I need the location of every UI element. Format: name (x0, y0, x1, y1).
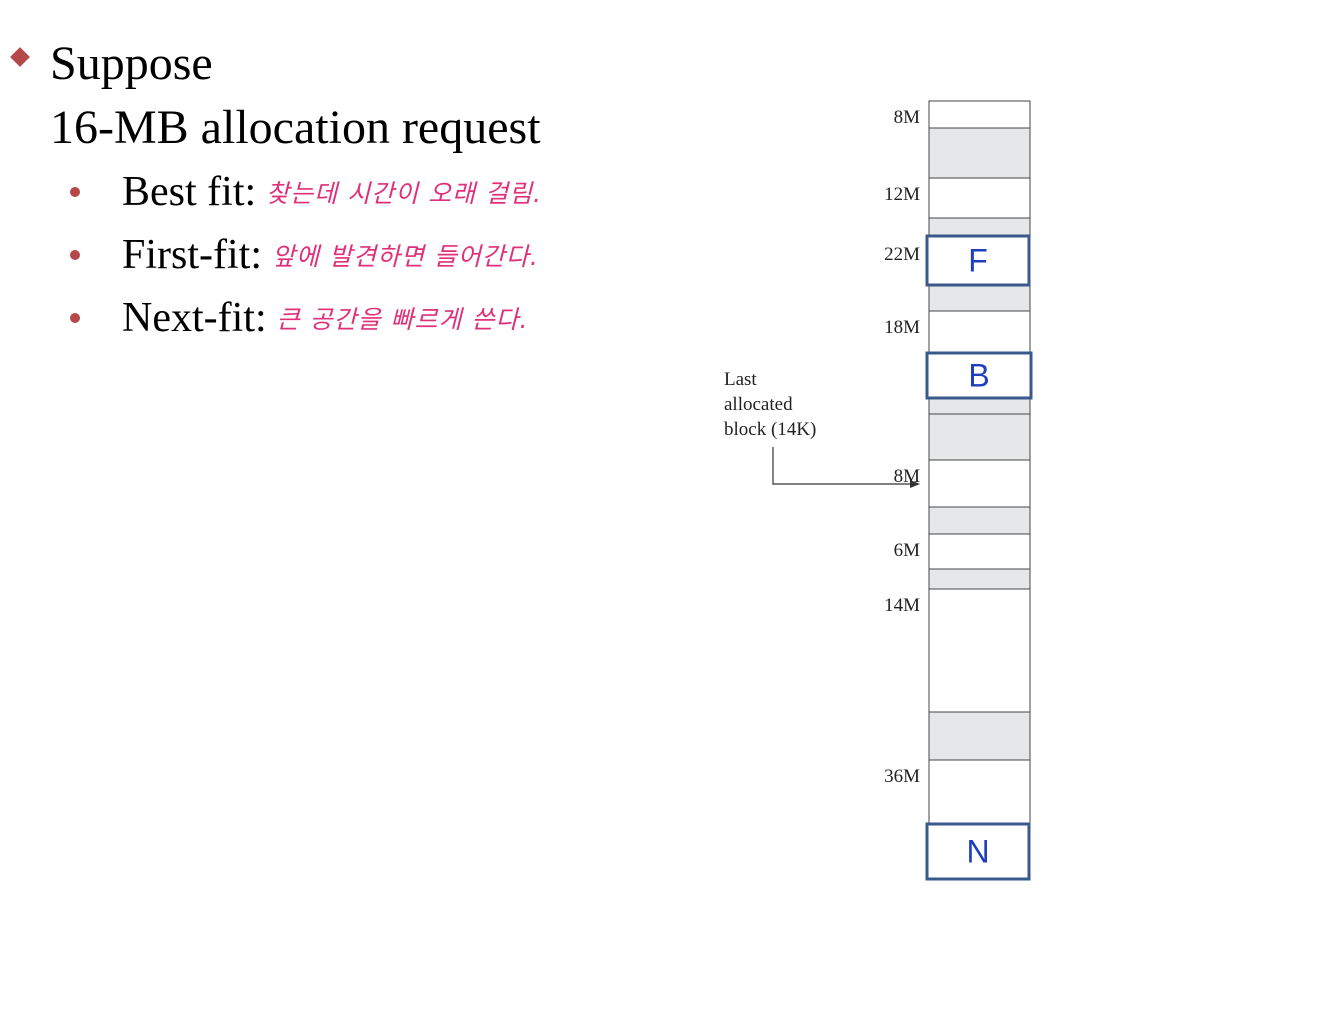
free-block (928, 310, 1031, 357)
block-size-label: 22M (884, 244, 920, 265)
allocated-block (928, 568, 1031, 590)
highlight-box-f (925, 234, 1031, 287)
block-size-label: 12M (884, 184, 920, 205)
memory-annotation: Last allocated block (14K) (724, 369, 920, 488)
memory-blocks: 8M 12M 22M 18M 8M 6M 14M 36M F B N (884, 100, 1033, 881)
handwritten-note: 앞에 발견하면 들어간다. (272, 242, 539, 271)
handwritten-note: 찾는데 시간이 오래 걸림. (266, 179, 542, 208)
bullet-dot-icon (70, 187, 80, 197)
annotation-line: Last (724, 369, 757, 390)
bullet-dot-icon (70, 313, 80, 323)
free-block (928, 588, 1031, 713)
bullet-first-fit: First-fit: 앞에 발견하면 들어간다. (70, 232, 539, 278)
block-size-label: 14M (884, 595, 920, 616)
free-block (928, 177, 1031, 219)
heading-line-2: 16-MB allocation request (50, 101, 541, 154)
allocated-block (928, 284, 1031, 312)
bullet-label: Best fit: (122, 169, 257, 215)
bullet-label: Next-fit: (122, 295, 267, 341)
allocated-block (928, 506, 1031, 535)
allocated-block (928, 127, 1031, 179)
bullet-label: First-fit: (122, 232, 263, 278)
allocated-block (928, 413, 1031, 461)
bullet-best-fit: Best fit: 찾는데 시간이 오래 걸림. (70, 169, 542, 215)
highlight-box-b (925, 351, 1033, 400)
bullet-next-fit: Next-fit: 큰 공간을 빠르게 쓴다. (70, 295, 529, 341)
highlight-box-n (925, 822, 1031, 881)
block-size-label: 8M (894, 107, 921, 128)
bullet-dot-icon (70, 250, 80, 260)
highlight-letter: B (968, 358, 989, 394)
highlight-letter: F (968, 243, 988, 279)
annotation-line: allocated (724, 394, 793, 415)
allocated-block (928, 711, 1031, 761)
annotation-arrow-line (772, 447, 912, 485)
arrow-head-icon (910, 480, 920, 488)
block-size-label: 36M (884, 766, 920, 787)
block-size-label: 8M (894, 466, 921, 487)
block-size-label: 6M (894, 540, 921, 561)
block-size-label: 18M (884, 317, 920, 338)
free-block (928, 533, 1031, 570)
annotation-line: block (14K) (724, 419, 816, 440)
handwritten-note: 큰 공간을 빠르게 쓴다. (276, 305, 529, 334)
free-block (928, 100, 1031, 129)
highlight-letter: N (966, 834, 989, 870)
free-block (928, 459, 1031, 508)
heading-line-1: Suppose (50, 37, 213, 90)
